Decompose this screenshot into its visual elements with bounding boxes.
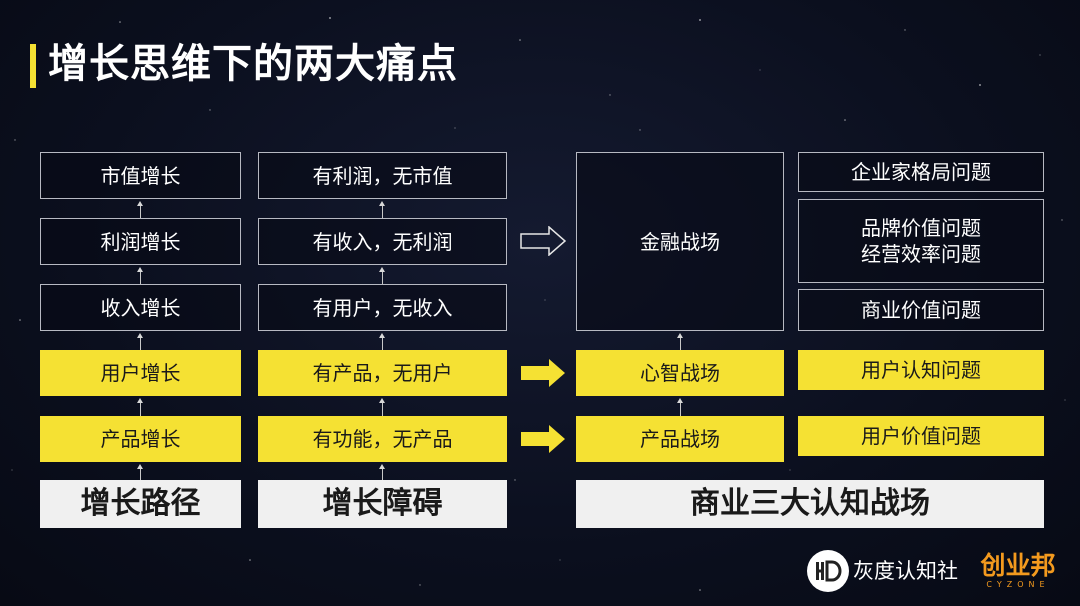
issue-brand-value: 品牌价值问题	[861, 216, 981, 240]
brand-logo-text: 灰度认知社	[853, 559, 958, 583]
yellow-right-arrow-icon	[521, 425, 565, 453]
up-arrow-head	[137, 333, 143, 338]
outline-right-arrow-icon	[520, 226, 566, 256]
barrier-box-1: 有利润，无市值	[258, 152, 507, 199]
battlefield-finance: 金融战场	[576, 152, 784, 331]
up-arrow-line	[382, 468, 383, 480]
path-box-market-value: 市值增长	[40, 152, 241, 199]
battlefield-product: 产品战场	[576, 416, 784, 462]
up-arrow-head	[379, 201, 385, 206]
up-arrow-head	[379, 333, 385, 338]
up-arrow-line	[140, 205, 141, 218]
up-arrow-line	[140, 271, 141, 284]
cyzone-logo-sub: CYZONE	[986, 580, 1050, 589]
issue-entrepreneur-vision: 企业家格局问题	[798, 152, 1044, 192]
battlefield-footer: 商业三大认知战场	[576, 480, 1044, 528]
up-arrow-line	[140, 337, 141, 350]
battlefield-mind: 心智战场	[576, 350, 784, 396]
issue-user-cognition: 用户认知问题	[798, 350, 1044, 390]
hd-logo-icon	[807, 550, 849, 592]
up-arrow-head	[137, 398, 143, 403]
path-box-users: 用户增长	[40, 350, 241, 396]
issue-operating-efficiency: 经营效率问题	[861, 242, 981, 266]
up-arrow-line	[680, 337, 681, 350]
barrier-box-4: 有产品，无用户	[258, 350, 507, 396]
barrier-footer: 增长障碍	[258, 480, 507, 528]
up-arrow-line	[382, 271, 383, 284]
up-arrow-line	[382, 337, 383, 350]
title-accent-bar	[30, 44, 36, 88]
cyzone-logo: 创业邦 CYZONE	[973, 551, 1063, 590]
up-arrow-head	[379, 398, 385, 403]
path-box-product: 产品增长	[40, 416, 241, 462]
issue-business-value: 商业价值问题	[798, 289, 1044, 331]
up-arrow-head	[677, 398, 683, 403]
up-arrow-line	[382, 402, 383, 416]
barrier-box-2: 有收入，无利润	[258, 218, 507, 265]
up-arrow-head	[379, 267, 385, 272]
issue-user-value: 用户价值问题	[798, 416, 1044, 456]
up-arrow-head	[137, 201, 143, 206]
up-arrow-line	[140, 402, 141, 416]
up-arrow-head	[137, 464, 143, 469]
yellow-right-arrow-icon	[521, 359, 565, 387]
path-footer: 增长路径	[40, 480, 241, 528]
cyzone-logo-main: 创业邦	[980, 551, 1056, 580]
up-arrow-line	[382, 205, 383, 218]
page-title: 增长思维下的两大痛点	[48, 41, 458, 87]
path-box-profit: 利润增长	[40, 218, 241, 265]
up-arrow-head	[677, 333, 683, 338]
barrier-box-5: 有功能，无产品	[258, 416, 507, 462]
up-arrow-line	[680, 402, 681, 416]
up-arrow-head	[137, 267, 143, 272]
up-arrow-head	[379, 464, 385, 469]
issue-brand-efficiency: 品牌价值问题 经营效率问题	[798, 199, 1044, 283]
path-box-revenue: 收入增长	[40, 284, 241, 331]
up-arrow-line	[140, 468, 141, 480]
barrier-box-3: 有用户，无收入	[258, 284, 507, 331]
